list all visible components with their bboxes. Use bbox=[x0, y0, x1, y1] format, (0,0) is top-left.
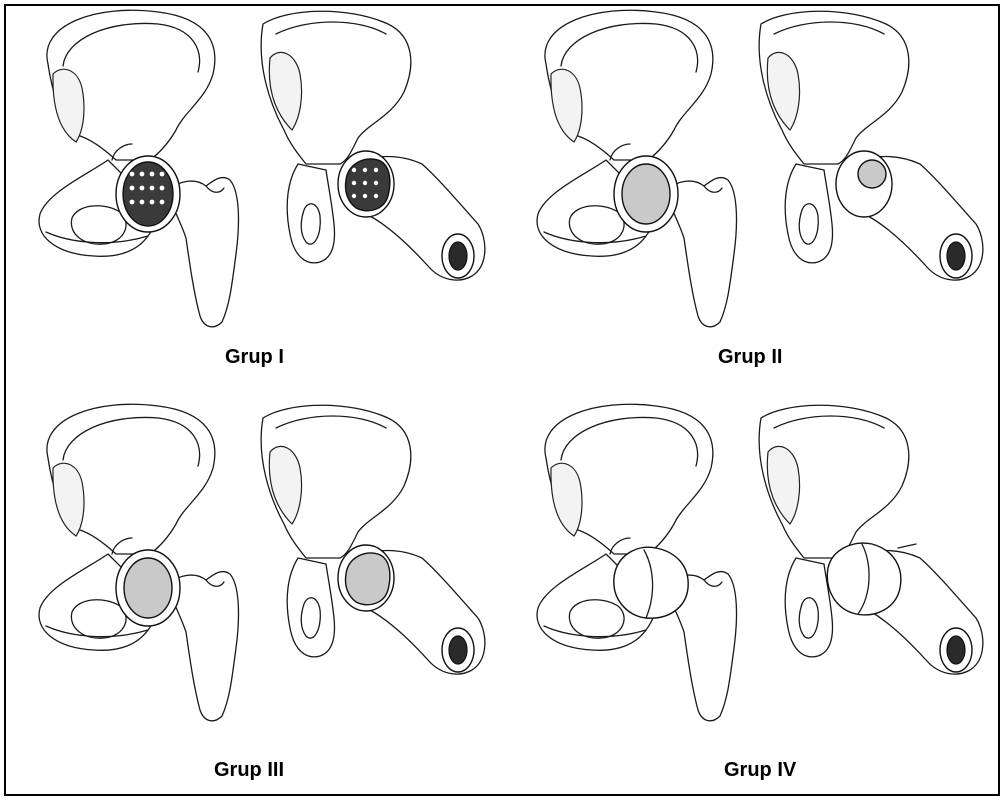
pelvis-illustration-group-2 bbox=[506, 4, 996, 344]
cancellous-pore bbox=[374, 168, 378, 172]
femoral-head-oblique bbox=[345, 159, 389, 211]
ischium-oblique bbox=[287, 164, 334, 263]
cancellous-pore bbox=[140, 186, 145, 191]
femoral-head bbox=[622, 164, 670, 224]
sacroiliac-surface-oblique bbox=[767, 52, 799, 130]
cancellous-pore bbox=[160, 200, 165, 205]
femoral-head bbox=[124, 558, 172, 618]
front-view-group-4 bbox=[537, 404, 736, 721]
medullary-canal bbox=[449, 636, 467, 664]
sacroiliac-surface-oblique bbox=[269, 446, 301, 524]
pelvis-illustration-group-4 bbox=[506, 398, 996, 738]
cancellous-pore bbox=[150, 200, 155, 205]
cancellous-pore bbox=[352, 181, 356, 185]
panel-group-4 bbox=[506, 398, 996, 788]
femoral-head bbox=[614, 547, 688, 618]
front-view-group-3 bbox=[39, 404, 238, 721]
caption-group-4: Grup IV bbox=[724, 759, 796, 782]
oblique-view-group-1 bbox=[261, 11, 485, 280]
cancellous-pore bbox=[140, 200, 145, 205]
femoral-head-oblique bbox=[858, 160, 886, 188]
cancellous-pore bbox=[150, 172, 155, 177]
medullary-canal bbox=[947, 636, 965, 664]
caption-group-1: Grup I bbox=[225, 346, 284, 369]
cancellous-pore bbox=[160, 186, 165, 191]
femoral-head-oblique bbox=[345, 553, 389, 605]
sacroiliac-surface-oblique bbox=[767, 446, 799, 524]
oblique-view-group-2 bbox=[759, 11, 983, 280]
panel-group-2 bbox=[506, 4, 996, 394]
medullary-canal bbox=[947, 242, 965, 270]
front-view-group-1 bbox=[39, 10, 238, 327]
cancellous-pore bbox=[363, 181, 367, 185]
sacroiliac-surface bbox=[53, 463, 84, 536]
cancellous-pore bbox=[150, 186, 155, 191]
pelvis-illustration-group-1 bbox=[8, 4, 498, 344]
cancellous-pore bbox=[140, 172, 145, 177]
cancellous-pore bbox=[363, 168, 367, 172]
sacroiliac-surface bbox=[53, 69, 84, 142]
cancellous-pore bbox=[363, 194, 367, 198]
sacroiliac-surface-oblique bbox=[269, 52, 301, 130]
medullary-canal bbox=[449, 242, 467, 270]
oblique-view-group-3 bbox=[261, 405, 485, 674]
cancellous-pore bbox=[130, 186, 135, 191]
sacroiliac-surface bbox=[551, 463, 582, 536]
cancellous-pore bbox=[352, 168, 356, 172]
oblique-view-group-4 bbox=[759, 405, 983, 674]
caption-group-3: Grup III bbox=[214, 759, 284, 782]
ischium-oblique bbox=[785, 558, 832, 657]
cancellous-pore bbox=[130, 172, 135, 177]
cancellous-pore bbox=[374, 194, 378, 198]
ischium-oblique bbox=[785, 164, 832, 263]
prosthesis-lip-oblique bbox=[898, 544, 916, 548]
femoral-head bbox=[123, 162, 173, 226]
pelvis-illustration-group-3 bbox=[8, 398, 498, 738]
cancellous-pore bbox=[130, 200, 135, 205]
cancellous-pore bbox=[374, 181, 378, 185]
cancellous-pore bbox=[352, 194, 356, 198]
caption-group-2: Grup II bbox=[718, 346, 782, 369]
ischium-oblique bbox=[287, 558, 334, 657]
front-view-group-2 bbox=[537, 10, 736, 327]
sacroiliac-surface bbox=[551, 69, 582, 142]
panel-group-1 bbox=[8, 4, 498, 394]
cancellous-pore bbox=[160, 172, 165, 177]
panel-group-3 bbox=[8, 398, 498, 788]
